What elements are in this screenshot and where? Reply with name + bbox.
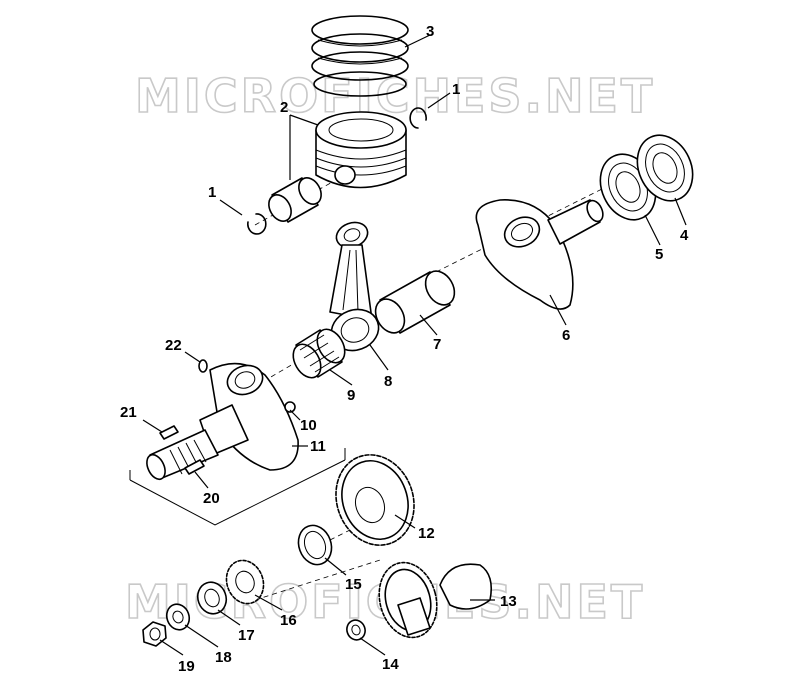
lock-nut-17	[196, 581, 228, 615]
crank-pin	[374, 270, 456, 334]
callout-1-right: 1	[452, 81, 460, 98]
piston-pin	[268, 177, 322, 223]
drive-gear-12	[335, 454, 415, 546]
callout-19: 19	[178, 658, 195, 675]
callout-3: 3	[426, 23, 434, 40]
callout-4: 4	[680, 227, 689, 244]
ball-bearing-4	[636, 134, 694, 202]
callout-6: 6	[562, 327, 570, 344]
piston	[315, 111, 407, 189]
callout-11: 11	[310, 438, 326, 455]
callout-13: 13	[500, 593, 517, 610]
callout-12: 12	[418, 525, 435, 542]
callout-14: 14	[382, 656, 399, 673]
watermark-top: MICROFICHES.NET	[135, 69, 655, 123]
callout-15: 15	[345, 576, 362, 593]
thrust-washer-15	[297, 524, 333, 566]
pin-22	[198, 359, 208, 373]
callout-20: 20	[203, 490, 220, 507]
callout-9: 9	[347, 387, 355, 404]
washer-14	[346, 619, 366, 641]
callout-17: 17	[238, 627, 255, 644]
woodruff-key-20	[184, 459, 205, 475]
connecting-rod	[329, 221, 380, 352]
callout-1-left: 1	[208, 184, 216, 201]
gear-16	[225, 559, 265, 605]
assembly-bracket	[129, 448, 346, 526]
balancer-shaft-13	[378, 561, 493, 639]
dowel-pin-10	[284, 401, 296, 413]
callouts: 3 2 1 1 4 5 6 7 8 9 10 11 12 13 14 15 16…	[120, 23, 689, 675]
circlip-left	[247, 213, 267, 235]
callout-5: 5	[655, 246, 663, 263]
callout-2: 2	[280, 99, 288, 116]
needle-bearing	[292, 328, 346, 379]
circlip-right	[409, 107, 427, 129]
callout-16: 16	[280, 612, 297, 629]
washer-18	[165, 603, 191, 631]
callout-8: 8	[384, 373, 392, 390]
callout-22: 22	[165, 337, 182, 354]
key-21	[159, 425, 179, 440]
crankshaft-left-half	[146, 362, 299, 481]
callout-21: 21	[120, 404, 137, 421]
piston-rings	[311, 15, 409, 97]
leader-lines	[142, 34, 687, 656]
crankshaft-right-half	[475, 199, 604, 310]
callout-18: 18	[215, 649, 232, 666]
callout-7: 7	[433, 336, 441, 353]
callout-10: 10	[300, 417, 317, 434]
